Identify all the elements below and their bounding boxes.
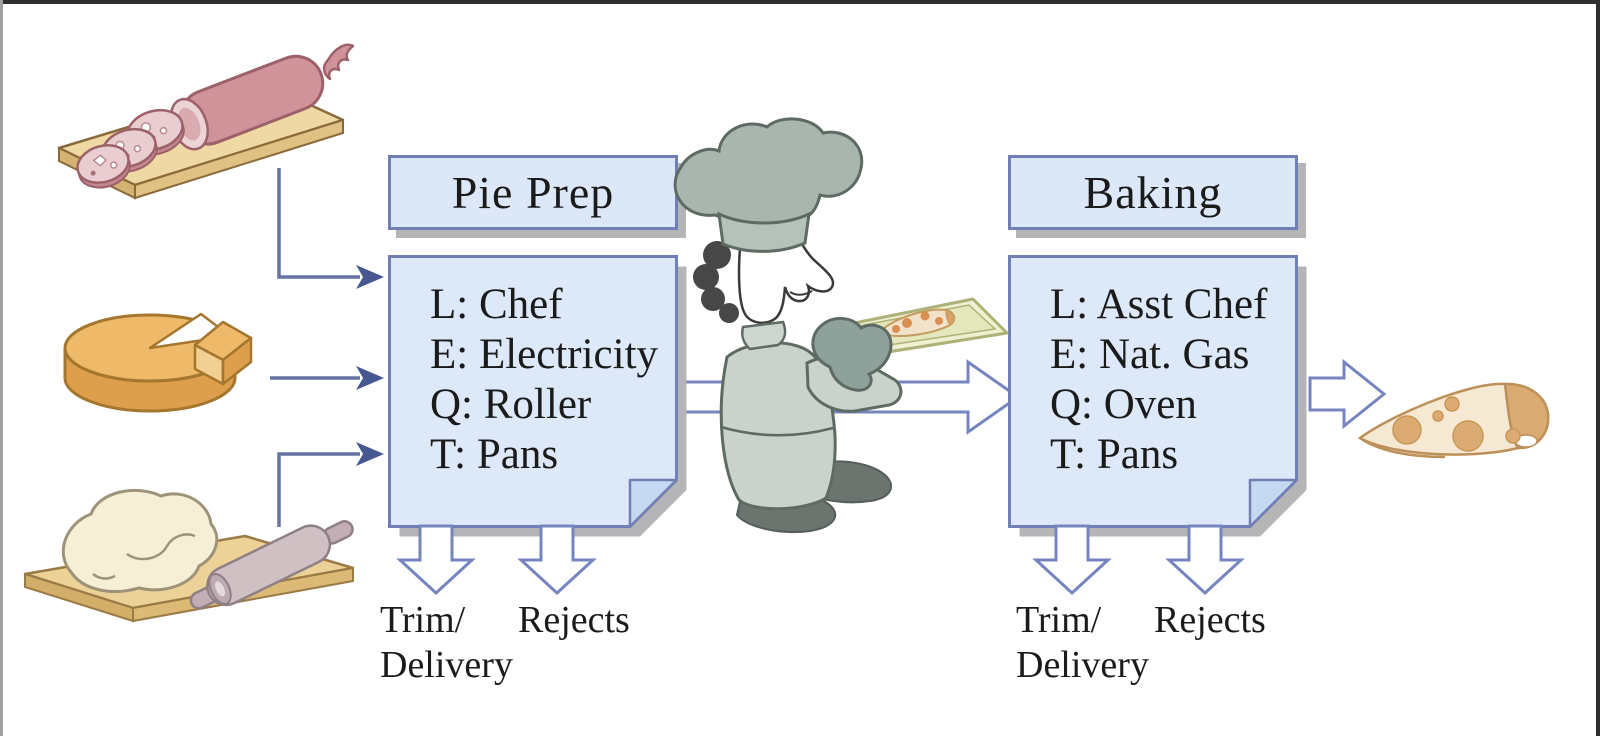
trim-label-line2: Delivery [380, 644, 513, 686]
pizza-pepperoni [1392, 396, 1521, 452]
input-arrowhead-icon [356, 265, 384, 289]
dough-rolling-pin-image [23, 488, 355, 623]
input-arrowhead-icon [356, 442, 384, 466]
chef-hat [673, 117, 864, 226]
rejects-arrow-icon [1165, 524, 1245, 596]
pie-prep-resources: L: Chef E: Electricity Q: Roller T: Pans [430, 280, 680, 480]
dough-crease [92, 572, 116, 580]
sausage-tail [322, 43, 355, 81]
baking-rejects-label: Rejects [1154, 599, 1266, 641]
baking-header: Baking [1008, 155, 1298, 230]
frame-left-edge [0, 0, 3, 736]
pie-prep-note-box [388, 255, 687, 537]
dog-ear-fold-icon [1248, 478, 1298, 528]
pie-prep-trim-label: Trim/ Delivery [380, 598, 513, 688]
dog-ear-fold-icon [628, 478, 678, 528]
input-connector-sausage [277, 168, 360, 279]
chef-smile [789, 290, 813, 296]
trim-arrow-icon [396, 524, 476, 596]
trim-label-line2: Delivery [1016, 644, 1149, 686]
cheese-wedge [193, 320, 253, 386]
chef-collar [741, 320, 787, 351]
input-arrowhead-icon [356, 366, 384, 390]
rolling-pin [189, 520, 354, 610]
chef-oven-mitt [811, 317, 893, 392]
dough-blob [61, 488, 219, 593]
resource-line: L: Asst Chef [1050, 281, 1268, 328]
baking-note-box [1008, 255, 1307, 537]
chef-waist-seam [720, 425, 834, 437]
resource-line: T: Pans [430, 431, 559, 478]
resource-line: T: Pans [1050, 431, 1179, 478]
trim-label-line1: Trim/ [1016, 599, 1102, 641]
baking-title: Baking [1083, 167, 1223, 218]
frame-right-edge [1596, 0, 1600, 736]
baking-resources: L: Asst Chef E: Nat. Gas Q: Oven T: Pans [1050, 280, 1300, 480]
tray-pizza-slice [881, 308, 956, 337]
pie-prep-title: Pie Prep [451, 167, 615, 218]
cheese-wheel-image [63, 312, 253, 413]
cheese-notch [148, 312, 232, 350]
resource-line: E: Electricity [430, 331, 659, 378]
output-arrow-icon [1308, 358, 1387, 430]
resource-line: Q: Roller [430, 381, 592, 428]
trim-arrow-icon [1032, 524, 1112, 596]
chef-carrying-pizza-tray [673, 117, 1009, 533]
frame-top-edge [0, 0, 1600, 4]
trim-label-line1: Trim/ [380, 599, 466, 641]
input-connector-dough [277, 452, 360, 527]
sausage-cutting-board-image [57, 43, 355, 200]
pie-prep-header: Pie Prep [388, 155, 678, 230]
pizza-underside [1359, 436, 1446, 459]
baking-trim-label: Trim/ Delivery [1016, 598, 1149, 688]
dough-board-side [24, 572, 134, 623]
rejects-arrow-icon [517, 524, 597, 596]
pie-prep-rejects-label: Rejects [518, 599, 630, 641]
dough-crease [126, 533, 196, 561]
resource-line: L: Chef [430, 281, 563, 328]
sausage-slices [76, 108, 185, 189]
pizza-slice-image [1357, 382, 1550, 459]
resource-line: Q: Oven [1050, 381, 1197, 428]
resource-line: E: Nat. Gas [1050, 331, 1250, 378]
chef-hat-band [717, 211, 811, 253]
